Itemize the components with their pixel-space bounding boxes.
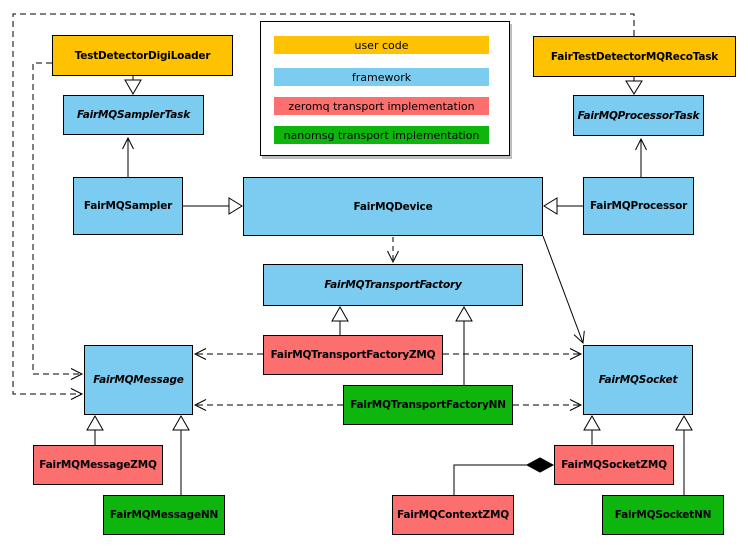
- node-fairmqsocketzmq: FairMQSocketZMQ: [554, 445, 674, 485]
- edge-recotask-processortask: [625, 77, 643, 95]
- edge-messagezmq-message: [86, 414, 104, 445]
- legend-item-zeromq: zeromq transport implementation: [274, 97, 489, 115]
- node-fairmqdevice: FairMQDevice: [243, 177, 543, 236]
- node-fairmqprocessor: FairMQProcessor: [583, 177, 694, 235]
- legend-item-nanomsg: nanomsg transport implementation: [274, 126, 489, 144]
- node-fairmqsamplertask: FairMQSamplerTask: [63, 95, 204, 135]
- node-fairmqtransportfactorynn: FairMQTransportFactoryNN: [343, 385, 513, 425]
- edge-messagenn-message: [172, 414, 190, 495]
- node-fairmqsocket: FairMQSocket: [583, 345, 693, 415]
- edge-factoryzmq-factory: [331, 305, 349, 335]
- node-fairmqtransportfactoryzmq: FairMQTransportFactoryZMQ: [263, 335, 443, 375]
- legend-box: user code framework zeromq transport imp…: [260, 21, 510, 156]
- node-fairtestdetectormqrecotask: FairTestDetectorMQRecoTask: [533, 36, 736, 77]
- node-fairmqsocketnn: FairMQSocketNN: [602, 495, 724, 535]
- node-fairmqprocessortask: FairMQProcessorTask: [573, 95, 704, 136]
- edge-contextzmq-socketzmq: [453, 457, 555, 495]
- node-fairmqsampler: FairMQSampler: [73, 177, 183, 235]
- edge-sampler-device: [183, 197, 243, 215]
- edge-factorynn-factory: [455, 305, 473, 385]
- edge-digiloader-samplertask: [124, 76, 142, 96]
- edge-socketnn-socket: [675, 414, 693, 495]
- node-fairmqmessagenn: FairMQMessageNN: [103, 495, 225, 535]
- edge-device-socket: [542, 235, 585, 345]
- node-fairmqmessage: FairMQMessage: [84, 345, 193, 415]
- composition-diamond-icon: [525, 457, 555, 473]
- legend-item-user-code: user code: [274, 36, 489, 54]
- node-fairmqcontextzmq: FairMQContextZMQ: [392, 495, 514, 535]
- node-testdetectordigiloader: TestDetectorDigiLoader: [52, 35, 233, 76]
- node-fairmqmessagezmq: FairMQMessageZMQ: [33, 445, 163, 485]
- edge-socketzmq-socket: [583, 414, 601, 445]
- node-fairmqtransportfactory: FairMQTransportFactory: [263, 264, 523, 306]
- legend-item-framework: framework: [274, 68, 489, 86]
- edge-processor-device: [543, 197, 583, 215]
